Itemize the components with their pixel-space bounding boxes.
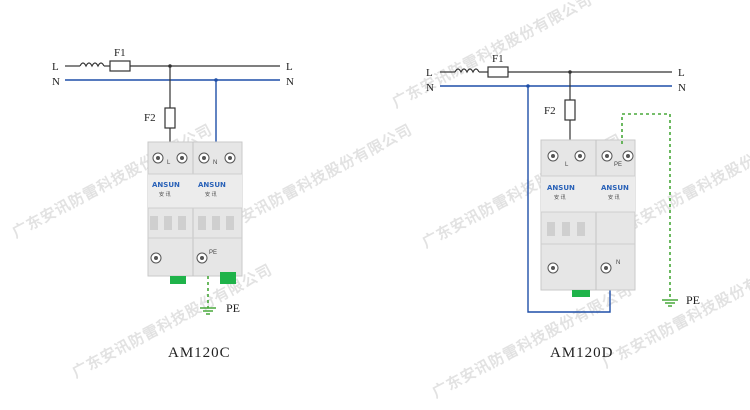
- fuse-f1: [109, 60, 131, 72]
- line-label-l: L: [426, 67, 433, 79]
- fuse-label-f2: F2: [544, 105, 556, 117]
- model-caption-right: AM120D: [550, 345, 614, 361]
- terminal-block: [220, 272, 236, 284]
- terminal-label-n: N: [616, 260, 620, 266]
- brand-logo-cn: 安 讯: [608, 194, 620, 201]
- brand-logo: ANSUN: [198, 181, 226, 189]
- brand-logo-cn: 安 讯: [159, 191, 171, 198]
- inductor-symbol: [454, 68, 480, 74]
- fuse-f2: [564, 99, 576, 121]
- phase-line-l: [65, 60, 280, 72]
- earth-label-pe: PE: [226, 301, 240, 315]
- brand-logo: ANSUN: [547, 184, 575, 192]
- brand-logo: ANSUN: [601, 184, 629, 192]
- ground-icon: [661, 299, 679, 307]
- pe-wire: [621, 113, 671, 300]
- line-label-n: N: [426, 82, 434, 94]
- terminal-label-pe: PE: [209, 250, 217, 256]
- fuse-f2: [164, 107, 176, 129]
- line-label-n-end: N: [286, 76, 294, 88]
- diagram-am120c: [65, 60, 280, 315]
- status-window: [577, 222, 585, 236]
- fuse-label-f1: F1: [492, 53, 504, 65]
- ground-icon: [199, 307, 217, 315]
- spd-module-right: [540, 139, 636, 297]
- line-label-n-end: N: [678, 82, 686, 94]
- earth-label-pe: PE: [686, 293, 700, 307]
- brand-logo-cn: 安 讯: [205, 191, 217, 198]
- terminal-label-pe: PE: [614, 162, 622, 168]
- diagram-am120d: [440, 66, 679, 313]
- brand-logo-cn: 安 讯: [554, 194, 566, 201]
- terminal-label-n: N: [213, 160, 217, 166]
- terminal-label-l: L: [565, 162, 569, 168]
- neutral-line-n: [65, 78, 280, 82]
- model-caption-left: AM120C: [168, 345, 231, 361]
- terminal-block: [572, 290, 590, 297]
- line-label-l-end: L: [286, 61, 293, 73]
- status-window: [198, 216, 206, 230]
- fuse-label-f1: F1: [114, 47, 126, 59]
- neutral-loop-wire: [527, 86, 611, 313]
- fuse-f1: [487, 66, 509, 78]
- brand-logo: ANSUN: [152, 181, 180, 189]
- line-label-l: L: [52, 61, 59, 73]
- phase-line-l: [440, 66, 672, 78]
- status-window: [212, 216, 220, 230]
- line-label-l-end: L: [678, 67, 685, 79]
- terminal-label-l: L: [167, 160, 171, 166]
- status-window: [547, 222, 555, 236]
- status-window: [150, 216, 158, 230]
- line-label-n: N: [52, 76, 60, 88]
- status-window: [562, 222, 570, 236]
- fuse-label-f2: F2: [144, 112, 156, 124]
- status-window: [226, 216, 234, 230]
- spd-module-left: [147, 141, 243, 284]
- status-window: [164, 216, 172, 230]
- neutral-line-n: [440, 84, 672, 88]
- terminal-block: [170, 276, 186, 284]
- status-window: [178, 216, 186, 230]
- inductor-symbol: [79, 62, 105, 68]
